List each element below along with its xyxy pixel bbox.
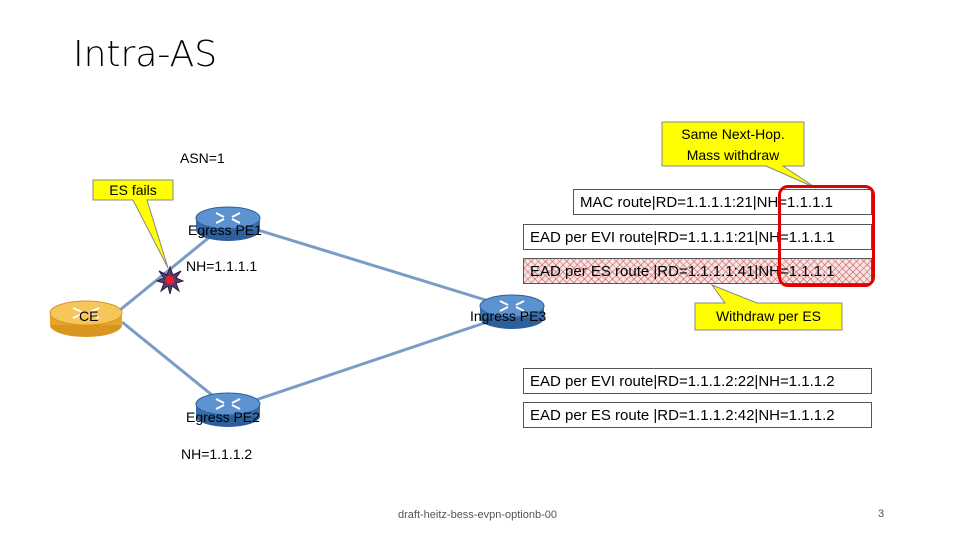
pe2-router-icon: [195, 392, 261, 427]
pe1-router-icon: [195, 206, 261, 241]
same-next-hop-line2: Mass withdraw: [686, 147, 780, 163]
nh-highlight-box: [778, 185, 875, 287]
es-fails-callout: [92, 179, 174, 269]
page-number: 3: [878, 508, 885, 520]
route-pe1-ead-evi: EAD per EVI route|RD=1.1.1.1:21|NH=1.1.1…: [523, 224, 872, 250]
pe2-nh-label: NH=1.1.1.2: [181, 446, 253, 462]
same-next-hop-callout: [661, 121, 817, 189]
same-next-hop-line1: Same Next-Hop.: [681, 126, 785, 142]
failure-burst-icon: [155, 265, 185, 295]
route-pe1-ead-es-withdrawn: EAD per ES route |RD=1.1.1.1:41|NH=1.1.1…: [523, 258, 872, 284]
es-fails-text: ES fails: [109, 182, 157, 198]
asn-label: ASN=1: [180, 150, 225, 166]
pe3-label: Ingress PE3: [470, 308, 547, 324]
pe1-nh-label: NH=1.1.1.1: [186, 258, 258, 274]
ce-router-icon: [49, 300, 123, 337]
withdraw-callout: [694, 283, 843, 331]
withdraw-text: Withdraw per ES: [715, 308, 822, 324]
link-pe2-pe3: [231, 314, 506, 410]
pe3-router-icon: [479, 294, 545, 329]
route-pe2-ead-evi: EAD per EVI route|RD=1.1.1.2:22|NH=1.1.1…: [523, 368, 872, 394]
route-pe2-ead-es: EAD per ES route |RD=1.1.1.2:42|NH=1.1.1…: [523, 402, 872, 428]
pe1-label: Egress PE1: [188, 222, 262, 238]
slide-title: Intra-AS: [73, 34, 218, 75]
links: [119, 220, 506, 410]
pe2-label: Egress PE2: [186, 409, 260, 425]
ce-label: CE: [79, 308, 99, 324]
footer-text: draft-heitz-bess-evpn-optionb-00: [398, 509, 557, 521]
route-pe1-mac: MAC route|RD=1.1.1.1:21|NH=1.1.1.1: [573, 189, 872, 215]
link-ce-pe2: [121, 320, 229, 410]
link-pe1-pe3: [231, 220, 506, 308]
